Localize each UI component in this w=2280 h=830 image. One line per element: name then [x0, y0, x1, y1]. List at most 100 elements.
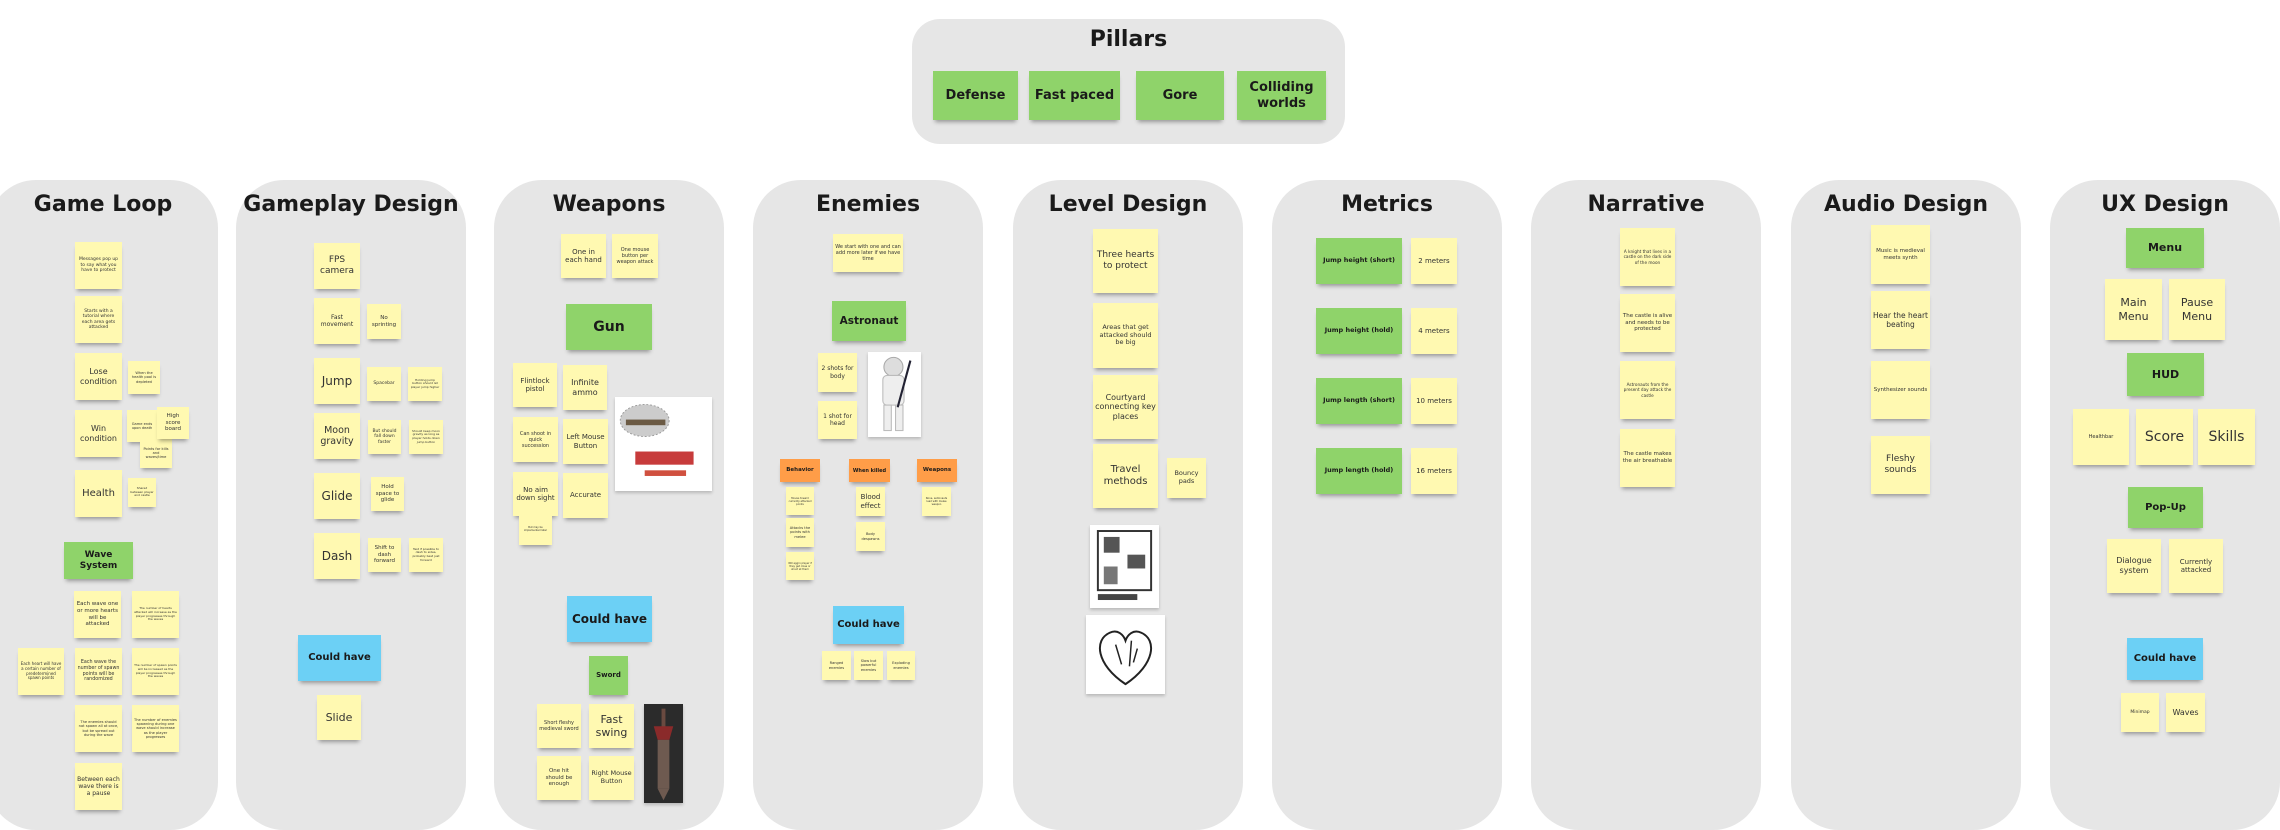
sticky-note-body-despawns[interactable]: Body despawns	[856, 522, 885, 551]
sticky-note-but-should-fall-down-faster[interactable]: But should fall down faster	[368, 420, 401, 454]
green-label-menu[interactable]: Menu	[2126, 228, 2204, 268]
green-label-sword[interactable]: Sword	[589, 656, 628, 695]
sticky-note-slow-but-powerful-enemies[interactable]: Slow but powerful enemies	[854, 651, 883, 680]
green-label-jump-length-hold[interactable]: Jump length (hold)	[1316, 448, 1402, 494]
sticky-note-the-enemies-should-not-spawn-all-at-once[interactable]: The enemies should not spawn all at once…	[75, 705, 122, 752]
sticky-note-accurate[interactable]: Accurate	[563, 473, 608, 518]
astronaut-concept-image[interactable]	[868, 352, 921, 437]
sticky-note-pause-menu[interactable]: Pause Menu	[2169, 279, 2225, 340]
sticky-note-health[interactable]: Health	[75, 470, 122, 517]
sticky-note-attacks-the-points-with-melee[interactable]: Attacks the points with melee	[786, 518, 814, 547]
sticky-note-each-wave-the-number-of-spawn-points-wil[interactable]: Each wave the number of spawn points wil…	[75, 648, 122, 695]
sticky-note-fast-movement[interactable]: Fast movement	[314, 298, 360, 344]
green-label-jump-length-short[interactable]: Jump length (short)	[1316, 378, 1402, 424]
sticky-note-slide[interactable]: Slide	[317, 695, 361, 740]
sticky-note-one-mouse-button-per-weapon-attack[interactable]: One mouse button per weapon attack	[612, 234, 658, 278]
sticky-note-lose-condition[interactable]: Lose condition	[75, 353, 122, 400]
sticky-note-bouncy-pads[interactable]: Bouncy pads	[1167, 458, 1206, 498]
sticky-note-exploding-enemies[interactable]: Exploding enemies	[887, 651, 915, 680]
sticky-note-skills[interactable]: Skills	[2198, 409, 2255, 465]
sticky-note-but-may-be-implemented-later[interactable]: But may be implemented later	[519, 513, 552, 545]
sticky-note-1-shot-for-head[interactable]: 1 shot for head	[818, 401, 857, 439]
sticky-note-2-shots-for-body[interactable]: 2 shots for body	[818, 353, 857, 392]
sticky-note-points-for-kills-and-waves-time[interactable]: Points for kills and waves/time	[140, 438, 172, 468]
sticky-note-no-aim-down-sight[interactable]: No aim down sight	[513, 472, 558, 516]
sticky-note-glide[interactable]: Glide	[314, 473, 360, 519]
blue-label-could-have[interactable]: Could have	[298, 635, 381, 681]
sticky-note-holding-jump-button-should-let-player-ju[interactable]: Holding jump button should let player ju…	[408, 367, 442, 401]
sticky-note-three-hearts-to-protect[interactable]: Three hearts to protect	[1093, 229, 1158, 293]
sticky-note-each-heart-will-have-a-certain-number-of[interactable]: Each heart will have a certain number of…	[18, 648, 64, 695]
sticky-note-left-mouse-button[interactable]: Left Mouse Button	[563, 419, 608, 464]
sticky-note-shared-between-player-and-castle[interactable]: Shared between player and castle	[128, 478, 156, 507]
sticky-note-dialogue-system[interactable]: Dialogue system	[2107, 539, 2161, 593]
sticky-note-none-astronauts-lead-with-melee-weapon[interactable]: None, astronauts lead with melee weapon	[922, 487, 951, 516]
castle-map-sketch-image[interactable]	[1090, 525, 1159, 608]
green-label-pop-up[interactable]: Pop-Up	[2128, 487, 2203, 528]
sticky-note-can-shoot-in-quick-succession[interactable]: Can shoot in quick succession	[513, 417, 558, 462]
heart-sketch-image[interactable]	[1086, 615, 1165, 694]
sticky-note-starts-with-a-tutorial-where-each-area-g[interactable]: Starts with a tutorial where each area g…	[75, 296, 122, 343]
blue-label-could-have[interactable]: Could have	[567, 596, 652, 642]
sticky-note-areas-that-get-attacked-should-be-big[interactable]: Areas that get attacked should be big	[1093, 303, 1158, 368]
sticky-note-fps-camera[interactable]: FPS camera	[314, 243, 360, 289]
sticky-note-a-knight-that-lives-in-a-castle-on-the-d[interactable]: A knight that lives in a castle on the d…	[1620, 228, 1675, 286]
orange-label-weapons[interactable]: Weapons	[917, 459, 957, 482]
sticky-note-ranged-enemies[interactable]: Ranged enemies	[822, 651, 851, 680]
sticky-note-fast-swing[interactable]: Fast swing	[589, 704, 634, 748]
blue-label-could-have[interactable]: Could have	[833, 606, 904, 644]
sticky-note-minimap[interactable]: Minimap	[2121, 693, 2159, 732]
sticky-note-shift-to-dash-forward[interactable]: Shift to dash forward	[368, 538, 401, 572]
sticky-note-infinite-ammo[interactable]: Infinite ammo	[563, 365, 607, 410]
sticky-note-the-castle-is-alive-and-needs-to-be-prot[interactable]: The castle is alive and needs to be prot…	[1620, 294, 1675, 352]
sticky-note-4-meters[interactable]: 4 meters	[1411, 308, 1457, 354]
sticky-note-16-meters[interactable]: 16 meters	[1411, 448, 1457, 494]
blue-label-could-have[interactable]: Could have	[2127, 638, 2203, 680]
sticky-note-synthesizer-sounds[interactable]: Synthesizer sounds	[1871, 361, 1930, 419]
sticky-note-hear-the-heart-beating[interactable]: Hear the heart beating	[1871, 291, 1930, 349]
sticky-note-2-meters[interactable]: 2 meters	[1411, 238, 1457, 284]
sticky-note-main-menu[interactable]: Main Menu	[2105, 279, 2162, 340]
sticky-note-astronauts-from-the-present-day-attack-t[interactable]: Astronauts from the present day attack t…	[1620, 361, 1675, 419]
sticky-note-courtyard-connecting-key-places[interactable]: Courtyard connecting key places	[1093, 375, 1158, 439]
pillar-note-colliding-worlds[interactable]: Colliding worlds	[1237, 71, 1326, 120]
sticky-note-moves-toward-currently-attacked-points[interactable]: Moves toward currently attacked points	[786, 487, 814, 515]
sticky-note-will-aggro-player-if-they-get-close-or-s[interactable]: Will aggro player if they get close or s…	[786, 552, 814, 580]
sticky-note-between-each-wave-there-is-a-pause[interactable]: Between each wave there is a pause	[75, 763, 122, 810]
sticky-note-test-if-possible-to-dash-to-sides-probab[interactable]: Test if possible to dash to sides, proba…	[409, 538, 443, 572]
sticky-note-the-number-of-hearts-attacked-will-incre[interactable]: The number of hearts attacked will incre…	[132, 591, 179, 638]
sticky-note-travel-methods[interactable]: Travel methods	[1093, 444, 1158, 508]
sticky-note-score[interactable]: Score	[2136, 409, 2193, 465]
sticky-note-dash[interactable]: Dash	[314, 533, 360, 579]
green-label-hud[interactable]: HUD	[2127, 353, 2204, 396]
sticky-note-no-sprinting[interactable]: No sprinting	[367, 304, 401, 339]
green-label-wave-system[interactable]: Wave System	[64, 542, 133, 579]
sticky-note-right-mouse-button[interactable]: Right Mouse Button	[589, 756, 634, 800]
pillar-note-defense[interactable]: Defense	[933, 71, 1018, 120]
sticky-note-messages-pop-up-to-say-what-you-have-to-[interactable]: Messages pop up to say what you have to …	[75, 242, 122, 289]
flintlock-pistol-sketch-image[interactable]	[615, 397, 712, 491]
sticky-note-music-is-medieval-meets-synth[interactable]: Music is medieval meets synth	[1871, 225, 1930, 284]
sticky-note-moon-gravity[interactable]: Moon gravity	[314, 413, 360, 459]
sticky-note-we-start-with-one-and-can-add-more-later[interactable]: We start with one and can add more later…	[833, 234, 903, 272]
flesh-sword-render-image[interactable]	[644, 704, 683, 803]
sticky-note-when-the-health-pool-is-depleted[interactable]: When the health pool is depleted	[128, 361, 160, 394]
sticky-note-flintlock-pistol[interactable]: Flintlock pistol	[513, 363, 557, 407]
pillar-note-fast-paced[interactable]: Fast paced	[1029, 71, 1120, 120]
orange-label-when-killed[interactable]: When killed	[849, 459, 890, 482]
sticky-note-high-score-board[interactable]: High score board	[157, 407, 189, 439]
pillar-note-gore[interactable]: Gore	[1136, 71, 1224, 120]
sticky-note-10-meters[interactable]: 10 meters	[1411, 378, 1457, 424]
orange-label-behavior[interactable]: Behavior	[780, 459, 820, 482]
sticky-note-healthbar[interactable]: Healthbar	[2073, 409, 2129, 465]
green-label-astronaut[interactable]: Astronaut	[832, 301, 906, 341]
sticky-note-blood-effect[interactable]: Blood effect	[856, 487, 885, 516]
sticky-note-the-number-of-spawn-points-will-be-incre[interactable]: The number of spawn points will be incre…	[132, 648, 179, 695]
sticky-note-one-in-each-hand[interactable]: One in each hand	[561, 234, 606, 278]
sticky-note-jump[interactable]: Jump	[314, 358, 360, 404]
sticky-note-fleshy-sounds[interactable]: Fleshy sounds	[1871, 436, 1930, 494]
green-label-jump-height-short[interactable]: Jump height (short)	[1316, 238, 1402, 284]
sticky-note-should-keep-moon-gravity-as-long-as-play[interactable]: Should keep moon gravity as long as play…	[409, 420, 443, 454]
sticky-note-hold-space-to-glide[interactable]: Hold space to glide	[371, 477, 404, 511]
sticky-note-waves[interactable]: Waves	[2166, 693, 2205, 732]
